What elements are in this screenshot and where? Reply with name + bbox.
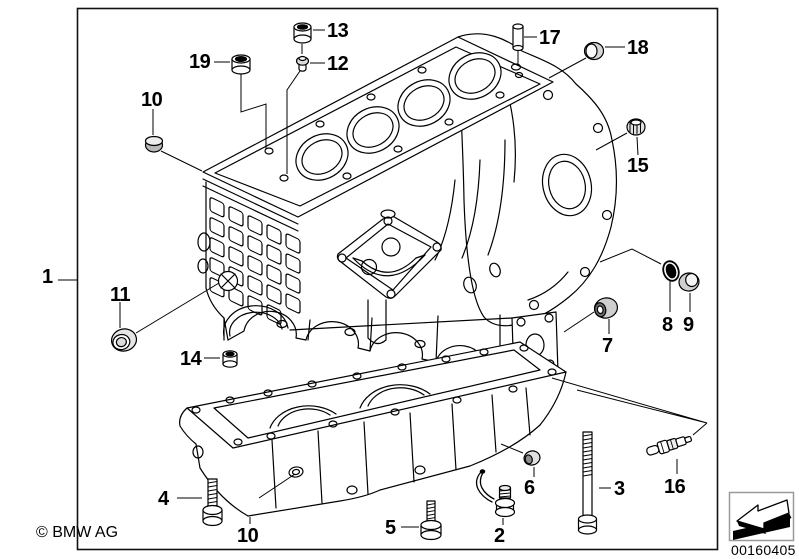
part-7-bushing-icon xyxy=(593,297,619,319)
callout-1[interactable]: 1 xyxy=(42,266,53,288)
part-11-sealing-cap-icon xyxy=(110,328,138,352)
part-4-bolt-icon xyxy=(202,478,223,527)
part-17-dowel-pin-icon xyxy=(512,23,524,52)
engine-block-drawing xyxy=(179,33,617,517)
callout-4[interactable]: 4 xyxy=(158,488,169,510)
drawing-frame xyxy=(76,7,719,551)
part-5-bolt-icon xyxy=(420,500,442,541)
callout-14[interactable]: 14 xyxy=(180,348,202,370)
part-13-dowel-sleeve-icon xyxy=(293,22,312,44)
callout-17[interactable]: 17 xyxy=(539,27,561,49)
part-16-spray-nozzle-icon xyxy=(646,435,692,456)
part-15-threaded-plug-icon xyxy=(626,118,646,136)
callout-6[interactable]: 6 xyxy=(524,477,535,499)
direction-arrow-logo xyxy=(728,491,795,542)
callout-12[interactable]: 12 xyxy=(327,53,349,75)
callout-11[interactable]: 11 xyxy=(110,284,131,306)
part-19-dowel-sleeve-icon xyxy=(231,54,251,75)
callout-10-top[interactable]: 10 xyxy=(141,89,163,111)
callout-10-bottom[interactable]: 10 xyxy=(237,525,259,547)
part-18-core-plug-icon xyxy=(583,41,605,61)
copyright-notice: © BMW AG xyxy=(36,524,119,541)
part-10-cap-plug-icon xyxy=(144,135,164,153)
part-2-hook-bolt-icon xyxy=(475,469,516,518)
leader-lines xyxy=(58,29,708,528)
part-8-o-ring-icon xyxy=(662,260,680,282)
part-3-long-bolt-icon xyxy=(577,431,598,535)
oil-pan-drawing xyxy=(179,341,567,517)
callout-9[interactable]: 9 xyxy=(683,314,694,336)
callout-15[interactable]: 15 xyxy=(627,155,649,177)
callout-19[interactable]: 19 xyxy=(189,51,211,73)
callout-3[interactable]: 3 xyxy=(614,478,625,500)
callout-2[interactable]: 2 xyxy=(494,525,505,547)
callout-13[interactable]: 13 xyxy=(327,20,349,42)
callout-16[interactable]: 16 xyxy=(664,476,686,498)
document-number: 00160405 xyxy=(731,542,796,558)
callout-8[interactable]: 8 xyxy=(662,314,673,336)
callout-7[interactable]: 7 xyxy=(602,335,613,357)
part-14-dowel-sleeve-icon xyxy=(222,350,238,368)
part-6-bushing-icon xyxy=(523,450,541,466)
callout-5[interactable]: 5 xyxy=(385,517,396,539)
part-9-plug-icon xyxy=(678,272,700,292)
callout-18[interactable]: 18 xyxy=(627,37,649,59)
part-12-small-plug-icon xyxy=(295,55,310,72)
